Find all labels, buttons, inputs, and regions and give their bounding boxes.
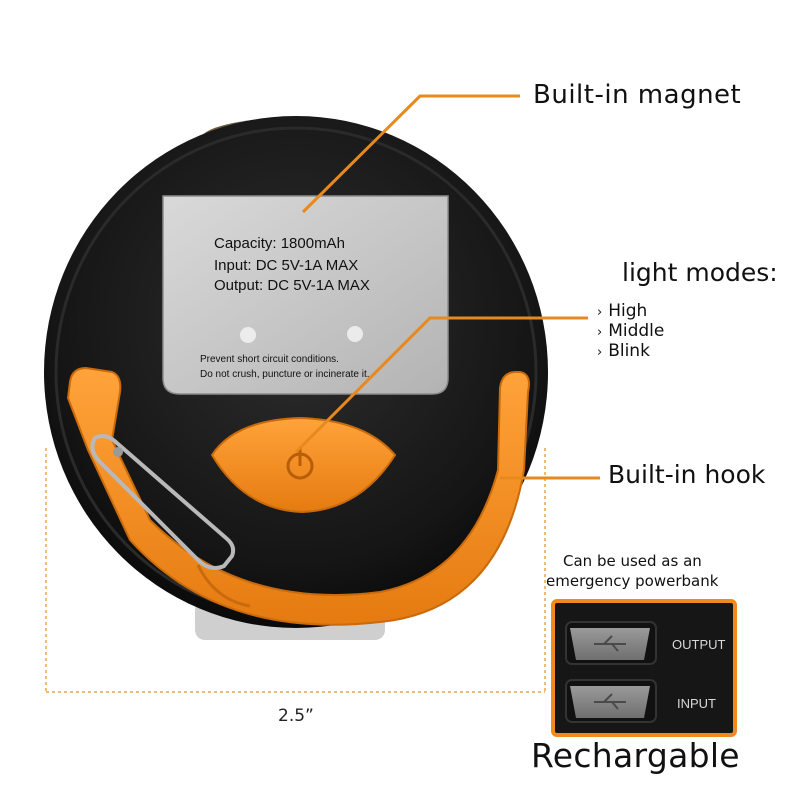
chevron-right-icon: › <box>597 305 603 320</box>
usb-port-panel <box>551 599 737 737</box>
dimension-bracket <box>45 448 546 693</box>
output-spec-text: Output: DC 5V-1A MAX <box>214 277 370 294</box>
usb-icon <box>594 693 626 710</box>
capacity-text: Capacity: 1800mAh <box>214 235 345 252</box>
usb-icon <box>594 635 626 652</box>
led-indicator <box>240 327 256 343</box>
usb-input-port <box>565 679 657 723</box>
power-button <box>210 416 397 514</box>
carabiner-clip <box>90 434 236 570</box>
rechargeable-label: Rechargable <box>531 736 740 775</box>
powerbank-note: emergency powerbank <box>546 572 719 590</box>
led-indicator <box>347 326 363 342</box>
label-plate <box>162 195 449 395</box>
light-mode-item: ›High <box>597 301 648 321</box>
dimension-label: 2.5” <box>278 706 314 726</box>
chevron-right-icon: › <box>597 345 603 360</box>
magnet-callout-label: Built-in magnet <box>533 80 742 110</box>
hook-callout-label: Built-in hook <box>608 460 766 489</box>
magnet-callout-line <box>301 94 520 214</box>
input-port-label: INPUT <box>677 696 716 711</box>
chevron-right-icon: › <box>597 325 603 340</box>
powerbank-note: Can be used as an <box>563 552 702 570</box>
callout-lines <box>294 94 600 480</box>
light-mode-item: ›Blink <box>597 341 650 361</box>
power-icon <box>286 448 314 480</box>
input-spec-text: Input: DC 5V-1A MAX <box>214 257 359 274</box>
modes-callout-line <box>294 316 588 454</box>
built-in-hook <box>66 366 530 626</box>
usb-output-port <box>565 621 657 665</box>
light-mode-item: ›Middle <box>597 321 665 341</box>
light-modes-title: light modes: <box>622 258 778 287</box>
output-port-label: OUTPUT <box>672 637 726 652</box>
warning-text: Prevent short circuit conditions. <box>200 354 339 365</box>
warning-text: Do not crush, puncture or incinerate it. <box>200 369 370 380</box>
